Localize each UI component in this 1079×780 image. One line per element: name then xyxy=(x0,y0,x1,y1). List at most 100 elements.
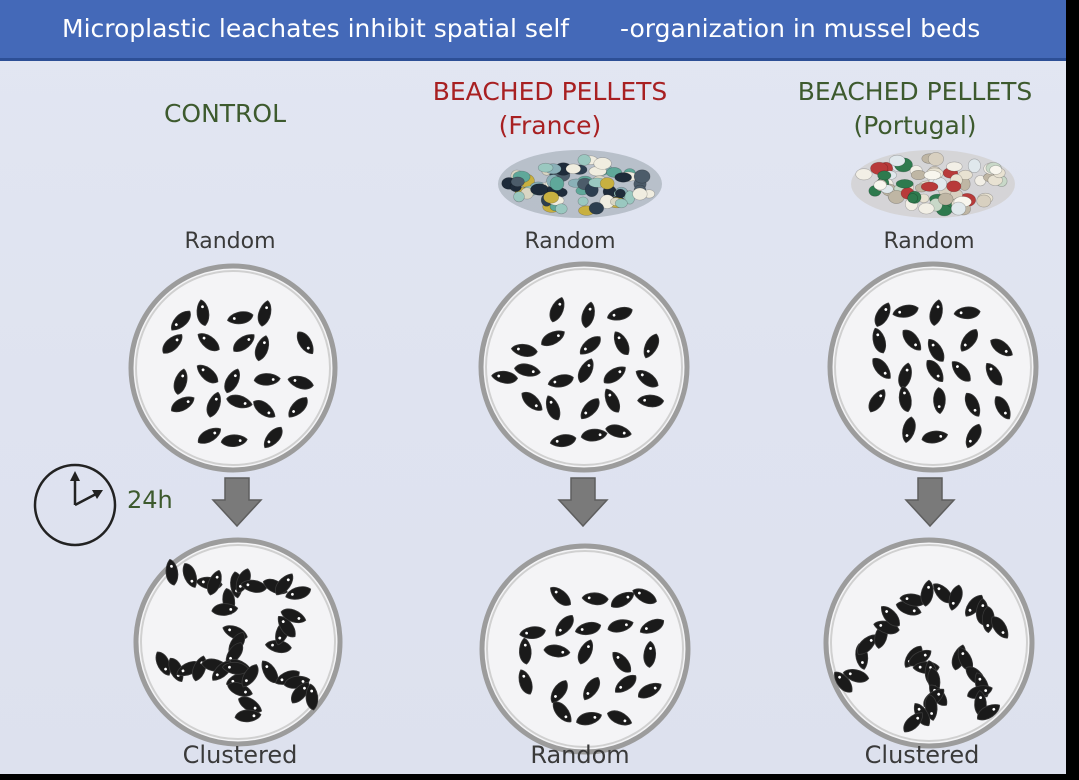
mussel-shape xyxy=(613,331,630,355)
mussel-shape xyxy=(296,331,314,355)
mussel-shape xyxy=(868,389,886,413)
mussel-shape xyxy=(902,329,922,351)
control-down-arrow xyxy=(211,477,263,528)
frame-right-edge xyxy=(1066,0,1079,780)
mussel-shape xyxy=(580,398,600,420)
france-top-dish xyxy=(478,261,690,473)
mussel-shape xyxy=(552,701,572,723)
mussel-shape xyxy=(581,592,609,606)
pellets-portugal-image xyxy=(851,150,1015,218)
mussel-shape xyxy=(519,637,532,665)
mussel-shape xyxy=(637,394,665,408)
mussel-shape xyxy=(491,370,519,384)
mussel-shape xyxy=(220,434,248,448)
france-bottom-label: Random xyxy=(530,741,630,769)
mussel-shape xyxy=(635,370,659,388)
mussel-shape xyxy=(960,329,978,352)
mussel-shape xyxy=(287,375,314,390)
mussel-shape xyxy=(982,606,995,634)
mussel-shape xyxy=(261,660,279,683)
mussel-shape xyxy=(951,361,971,382)
mussel-shape xyxy=(173,368,188,395)
mussel-shape xyxy=(994,396,1011,420)
mussel-shape xyxy=(196,299,210,326)
mussel-shape xyxy=(581,301,595,329)
title-bar: Microplastic leachates inhibit spatial s… xyxy=(0,0,1079,61)
mussel-shape xyxy=(547,374,574,388)
mussel-shape xyxy=(280,608,307,623)
mussel-shape xyxy=(898,385,912,413)
mussel-shape xyxy=(605,424,632,438)
mussel-shape xyxy=(921,430,949,444)
clock-icon xyxy=(33,463,117,547)
mussel-shape xyxy=(285,586,312,600)
mussel-shape xyxy=(583,676,601,701)
mussel-shape xyxy=(197,333,220,352)
mussel-shape xyxy=(254,335,270,362)
portugal-bottom-label: Clustered xyxy=(864,741,980,769)
mussel-shape xyxy=(577,639,594,665)
mussel-shape xyxy=(607,306,633,321)
mussel-shape xyxy=(549,297,565,323)
heading-portugal: BEACHED PELLETS (Portugal) xyxy=(775,75,1055,143)
mussel-shape xyxy=(221,661,249,675)
mussel-shape xyxy=(977,704,1000,721)
portugal-bottom-dish xyxy=(823,537,1035,749)
mussel-shape xyxy=(277,616,296,638)
mussel-shape xyxy=(929,299,943,326)
control-top-label: Random xyxy=(184,229,276,254)
mussel-shape xyxy=(603,366,626,384)
mussel-shape xyxy=(226,394,253,409)
mussel-shape xyxy=(211,603,239,616)
control-bottom-label: Clustered xyxy=(182,741,298,769)
mussel-shape xyxy=(288,397,308,418)
mussel-shape xyxy=(874,302,891,327)
mussel-shape xyxy=(902,416,916,444)
mussel-shape xyxy=(182,563,198,588)
france-bottom-dish xyxy=(479,543,691,755)
mussel-shape xyxy=(926,359,944,382)
mussel-shape xyxy=(898,362,912,389)
time-label: 24h xyxy=(127,486,173,514)
mussel-shape xyxy=(985,363,1003,386)
mussel-shape xyxy=(541,330,565,346)
mussel-shape xyxy=(253,400,276,418)
heading-france-line2: (France) xyxy=(498,111,602,140)
mussel-shape xyxy=(197,427,221,444)
mussel-shape xyxy=(549,434,577,448)
control-bottom-dish xyxy=(133,537,343,747)
mussel-shape xyxy=(171,310,191,331)
mussel-shape xyxy=(834,671,853,693)
mussel-shape xyxy=(165,558,179,586)
mussel-shape xyxy=(920,579,934,607)
mussel-shape xyxy=(238,696,263,713)
mussel-shape xyxy=(607,619,634,633)
mussel-shape xyxy=(604,388,620,413)
mussel-shape xyxy=(234,709,262,723)
mussel-shape xyxy=(235,568,251,594)
mussel-shape xyxy=(155,651,171,676)
mussel-shape xyxy=(872,327,887,354)
mussel-shape xyxy=(168,657,184,683)
mussel-shape xyxy=(207,569,222,596)
mussel-shape xyxy=(892,304,919,318)
mussel-shape xyxy=(521,391,543,411)
mussel-shape xyxy=(206,391,221,418)
mussel-shape xyxy=(224,368,240,394)
mussel-shape xyxy=(953,306,981,320)
mussel-shape xyxy=(550,586,571,606)
mussel-shape xyxy=(580,428,608,442)
mussel-shape xyxy=(881,606,900,627)
mussel-shape xyxy=(903,712,923,733)
mussel-shape xyxy=(241,664,259,688)
mussel-shape xyxy=(227,311,254,325)
mussel-shape xyxy=(948,584,963,611)
mussel-shape xyxy=(240,579,268,593)
mussel-shape xyxy=(555,615,574,637)
mussel-shape xyxy=(991,616,1009,639)
mussel-shape xyxy=(291,681,310,704)
mussel-shape xyxy=(577,358,594,384)
mussel-shape xyxy=(927,338,945,362)
mussel-shape xyxy=(990,338,1013,357)
